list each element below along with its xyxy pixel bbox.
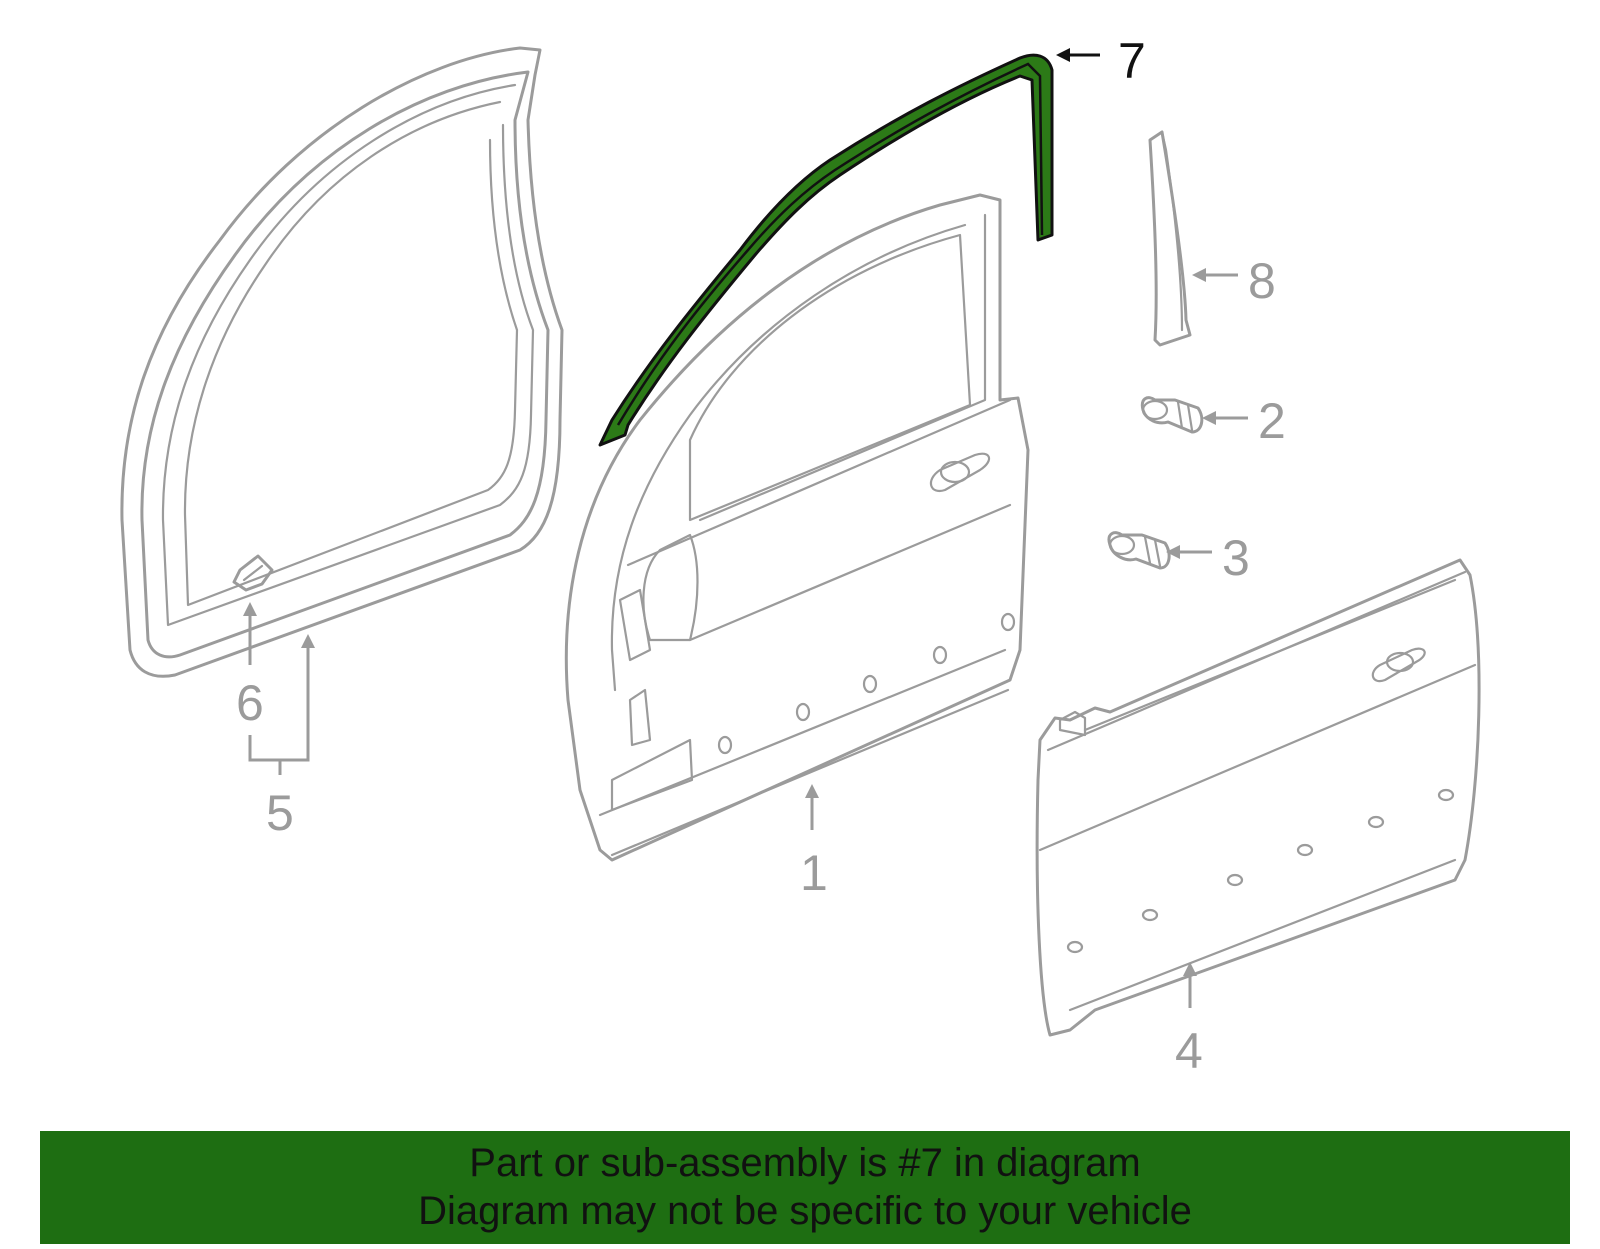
banner-line-1: Part or sub-assembly is #7 in diagram [469, 1141, 1141, 1185]
callout-labels: 7 8 2 3 1 4 6 5 [236, 33, 1286, 1079]
door-shell[interactable] [564, 193, 1030, 862]
leader-lines [243, 48, 1248, 1008]
plug-part-3[interactable] [1107, 531, 1171, 570]
parts-diagram: 7 8 2 3 1 4 6 5 [120, 33, 1481, 1079]
callout-3: 3 [1222, 530, 1250, 586]
weatherstrip-clip[interactable] [232, 554, 274, 592]
callout-5: 5 [266, 785, 294, 841]
plug-part-2[interactable] [1140, 396, 1204, 434]
callout-7: 7 [1118, 33, 1146, 89]
door-frame-weatherstrip[interactable] [598, 53, 1054, 447]
info-banner: Part or sub-assembly is #7 in diagram Di… [40, 1131, 1570, 1244]
callout-8: 8 [1248, 253, 1276, 309]
callout-4: 4 [1175, 1023, 1203, 1079]
pillar-trim[interactable] [1148, 130, 1192, 347]
callout-2: 2 [1258, 393, 1286, 449]
outer-door-skin[interactable] [1035, 558, 1481, 1037]
callout-1: 1 [800, 845, 828, 901]
banner-line-2: Diagram may not be specific to your vehi… [418, 1189, 1192, 1233]
door-opening-weatherstrip[interactable] [120, 46, 564, 678]
callout-6: 6 [236, 675, 264, 731]
